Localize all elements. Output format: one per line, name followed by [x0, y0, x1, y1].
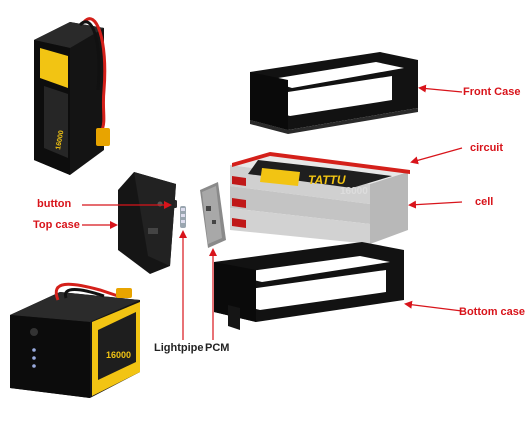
- label-bottom-case: Bottom case: [459, 306, 525, 318]
- arrow-front-case: [418, 84, 463, 93]
- label-circuit: circuit: [470, 142, 504, 154]
- pcm-part: [200, 182, 226, 248]
- front-case-part: [250, 52, 418, 134]
- cell-brand-text: TATTU: [308, 173, 346, 187]
- arrow-bottom-case: [404, 300, 463, 312]
- top-case-part: [118, 172, 176, 274]
- bottom-case-part: [214, 242, 404, 330]
- arrow-cell: [408, 200, 463, 209]
- xt-connector-icon: [116, 288, 132, 298]
- label-cell: cell: [475, 196, 494, 208]
- cell-capacity-text: 16000: [340, 186, 368, 197]
- assembled-battery-lying: 16000: [10, 282, 140, 398]
- xt-connector-icon: [96, 128, 110, 146]
- label-lightpipe: Lightpipe: [154, 342, 204, 354]
- label-button: button: [37, 198, 72, 210]
- arrow-circuit: [410, 147, 463, 165]
- power-button-icon: [30, 328, 38, 336]
- callout-arrows: [82, 84, 463, 340]
- upright-capacity-text: 16000: [55, 130, 65, 150]
- label-pcm: PCM: [205, 342, 230, 354]
- assembled-battery-upright: 16000: [34, 17, 110, 175]
- label-front-case: Front Case: [463, 86, 521, 98]
- lightpipe-part: [180, 206, 186, 228]
- cell-pack-part: TATTU 16000: [230, 152, 410, 244]
- label-top-case: Top case: [33, 219, 80, 231]
- lying-capacity-text: 16000: [106, 350, 131, 360]
